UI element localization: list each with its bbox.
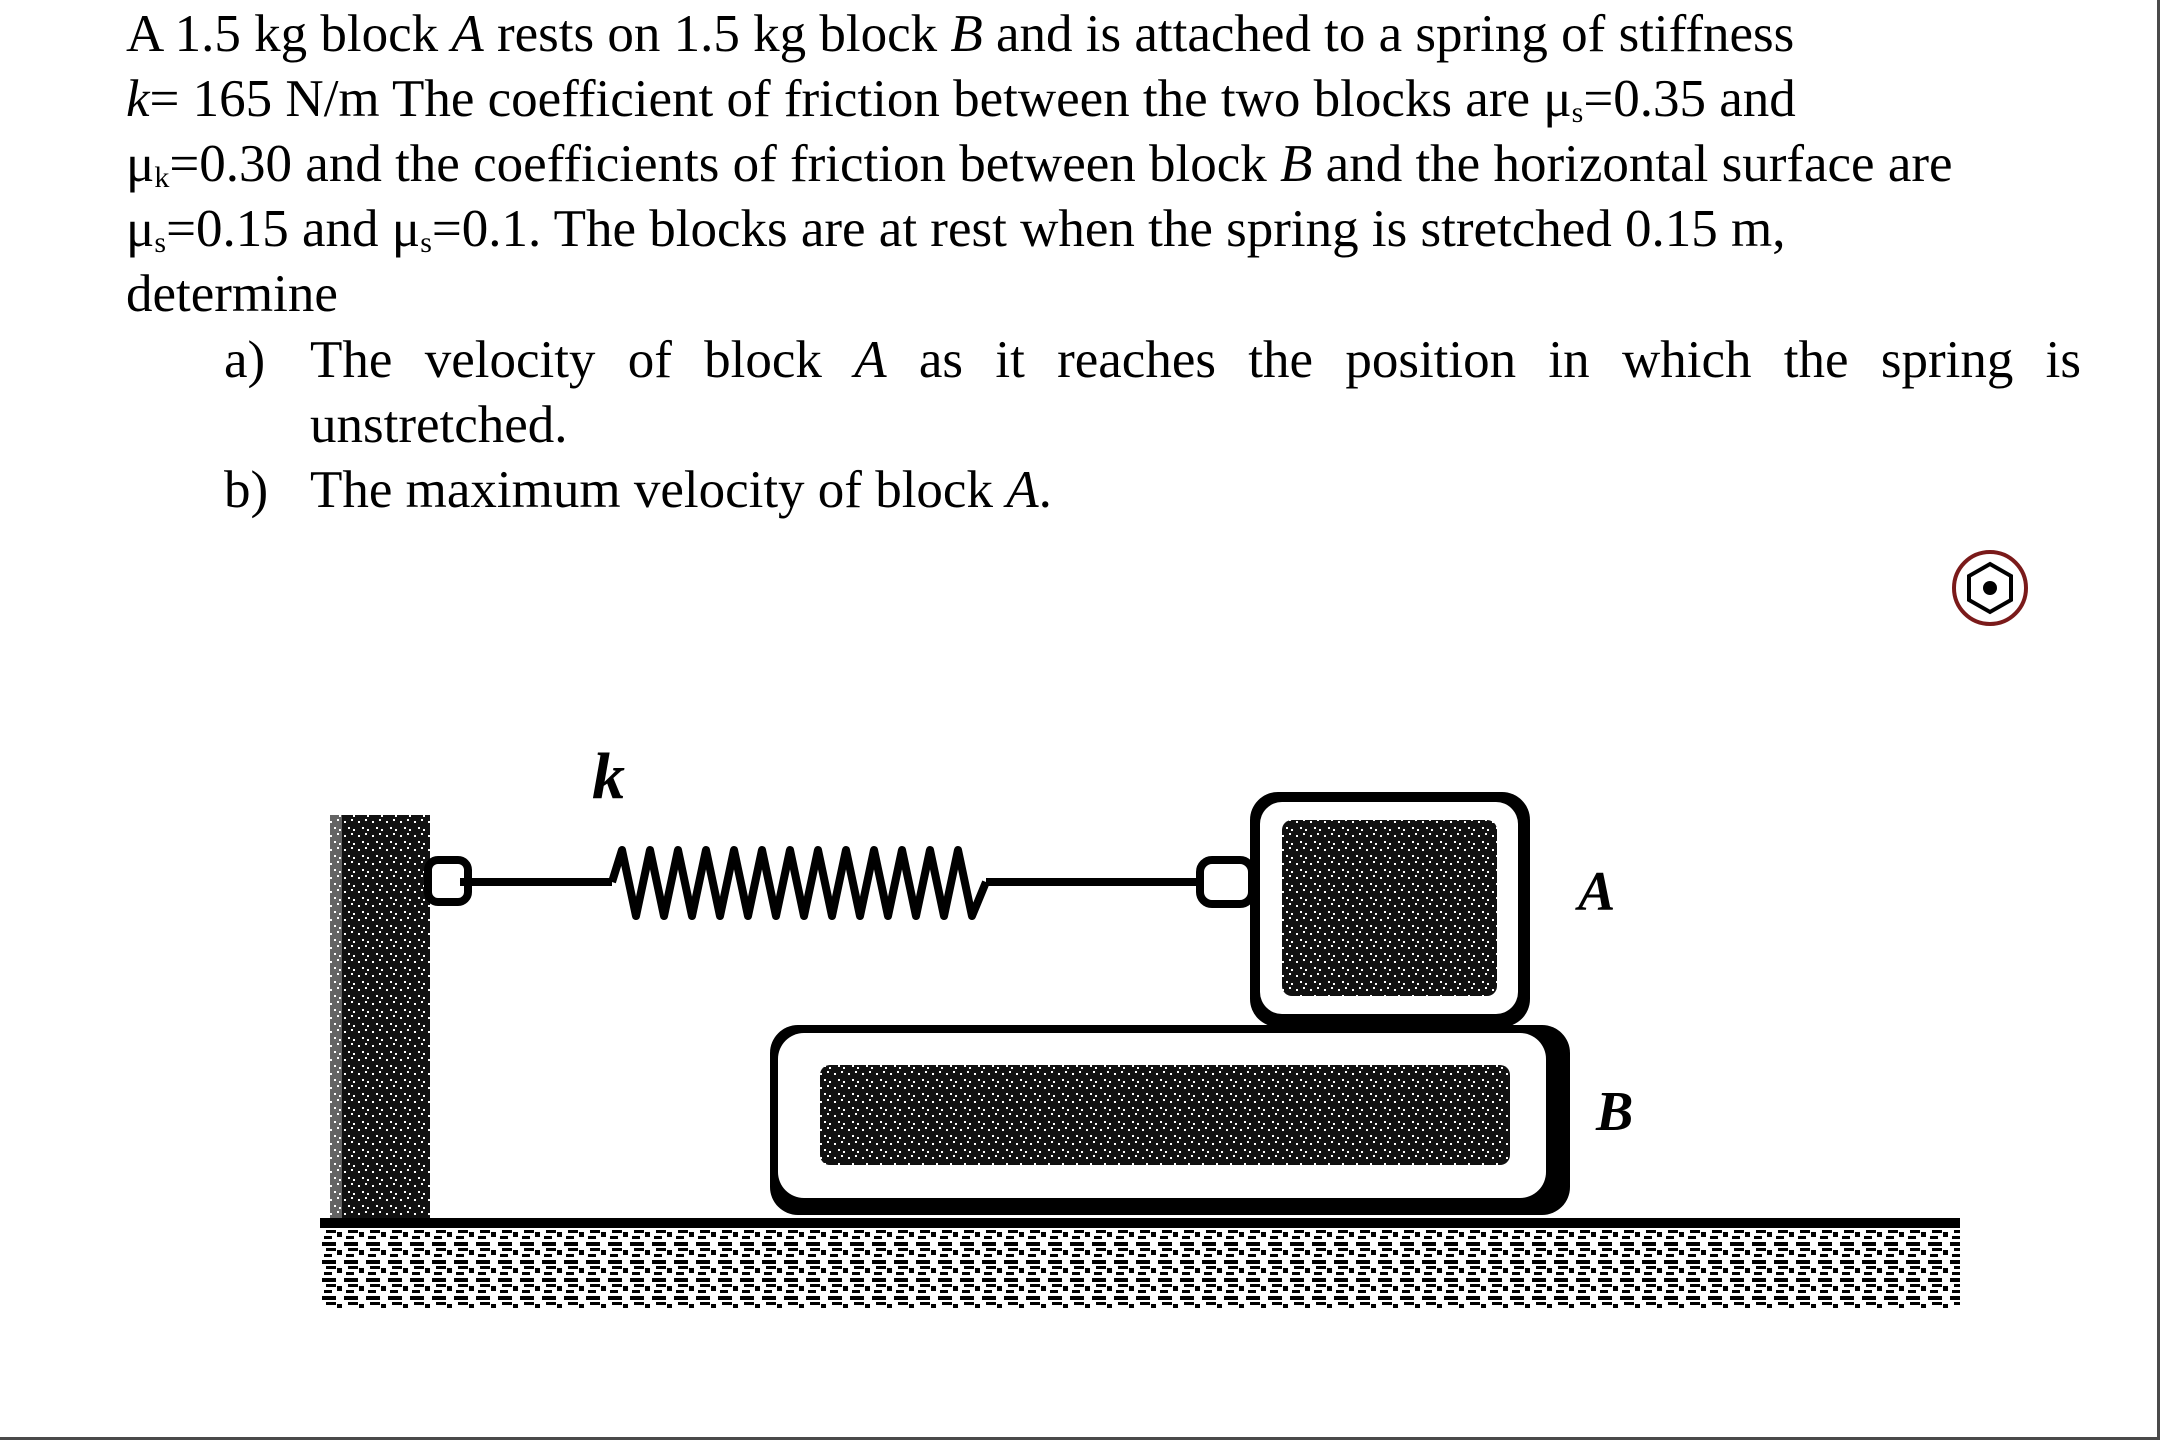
text-run: and the horizontal surface are [1312, 135, 1953, 193]
text-run: rests on 1.5 kg block [483, 5, 951, 63]
text-run: =0.30 and the coefficients of friction b… [169, 135, 1281, 193]
hex-nut-badge-icon[interactable] [1950, 548, 2030, 628]
spring-assembly [424, 846, 1256, 920]
question-text: The maximum velocity of block A. [310, 458, 2081, 523]
text-run: . [1038, 461, 1052, 519]
problem-line-1: A 1.5 kg block A rests on 1.5 kg block B… [126, 2, 2081, 67]
block-a-symbol: A [1006, 461, 1039, 519]
block-b [770, 1025, 1570, 1215]
stiffness-symbol: k [126, 70, 150, 128]
block-a [1250, 792, 1530, 1027]
problem-line-4: μs=0.15 and μs=0.1. The blocks are at re… [126, 197, 2081, 262]
subscript: s [154, 226, 167, 259]
question-text: The velocity of block A as it reaches th… [310, 328, 2081, 458]
question-a: a) The velocity of block A as it reaches… [224, 328, 2081, 458]
text-run: =0.35 and [1583, 70, 1796, 128]
text-run: =0.1. The blocks are at rest when the sp… [431, 200, 1786, 258]
text-run: as it reaches the position in which the … [310, 331, 2081, 454]
question-marker: a) [224, 331, 266, 389]
block-a-symbol: A [854, 331, 887, 389]
problem-statement: A 1.5 kg block A rests on 1.5 kg block B… [126, 2, 2081, 327]
block-b-symbol: B [1280, 135, 1313, 193]
block-a-symbol: A [451, 5, 484, 63]
problem-line-5: determine [126, 265, 338, 323]
block-a-label: A [1575, 861, 1615, 923]
question-list: a) The velocity of block A as it reaches… [224, 328, 2081, 523]
spring-label: k [592, 740, 625, 813]
subscript: k [154, 161, 170, 194]
question-marker: b) [224, 461, 269, 519]
question-b: b) The maximum velocity of block A. [224, 458, 2081, 523]
subscript: s [1571, 96, 1584, 129]
text-run: and is attached to a spring of stiffness [982, 5, 1795, 63]
subscript: s [420, 226, 432, 259]
wall [330, 815, 430, 1220]
page-bottom-border [0, 1437, 2160, 1440]
text-run: =0.15 and μ [166, 200, 421, 258]
text-run: The maximum velocity of block [310, 461, 1007, 519]
problem-line-3: μk=0.30 and the coefficients of friction… [126, 132, 2081, 197]
block-b-symbol: B [950, 5, 983, 63]
block-b-label: B [1595, 1081, 1633, 1143]
text-run: μ [126, 200, 155, 258]
problem-line-2: k= 165 N/m The coefficient of friction b… [126, 67, 2081, 132]
text-run: μ [126, 135, 155, 193]
spring-block-figure: k A B [320, 740, 1960, 1308]
ground [320, 1218, 1960, 1308]
text-run: A 1.5 kg block [126, 5, 452, 63]
page-right-border [2157, 0, 2160, 1440]
text-run: The velocity of block [310, 331, 855, 389]
text-run: = 165 N/m The coefficient of friction be… [149, 70, 1572, 128]
